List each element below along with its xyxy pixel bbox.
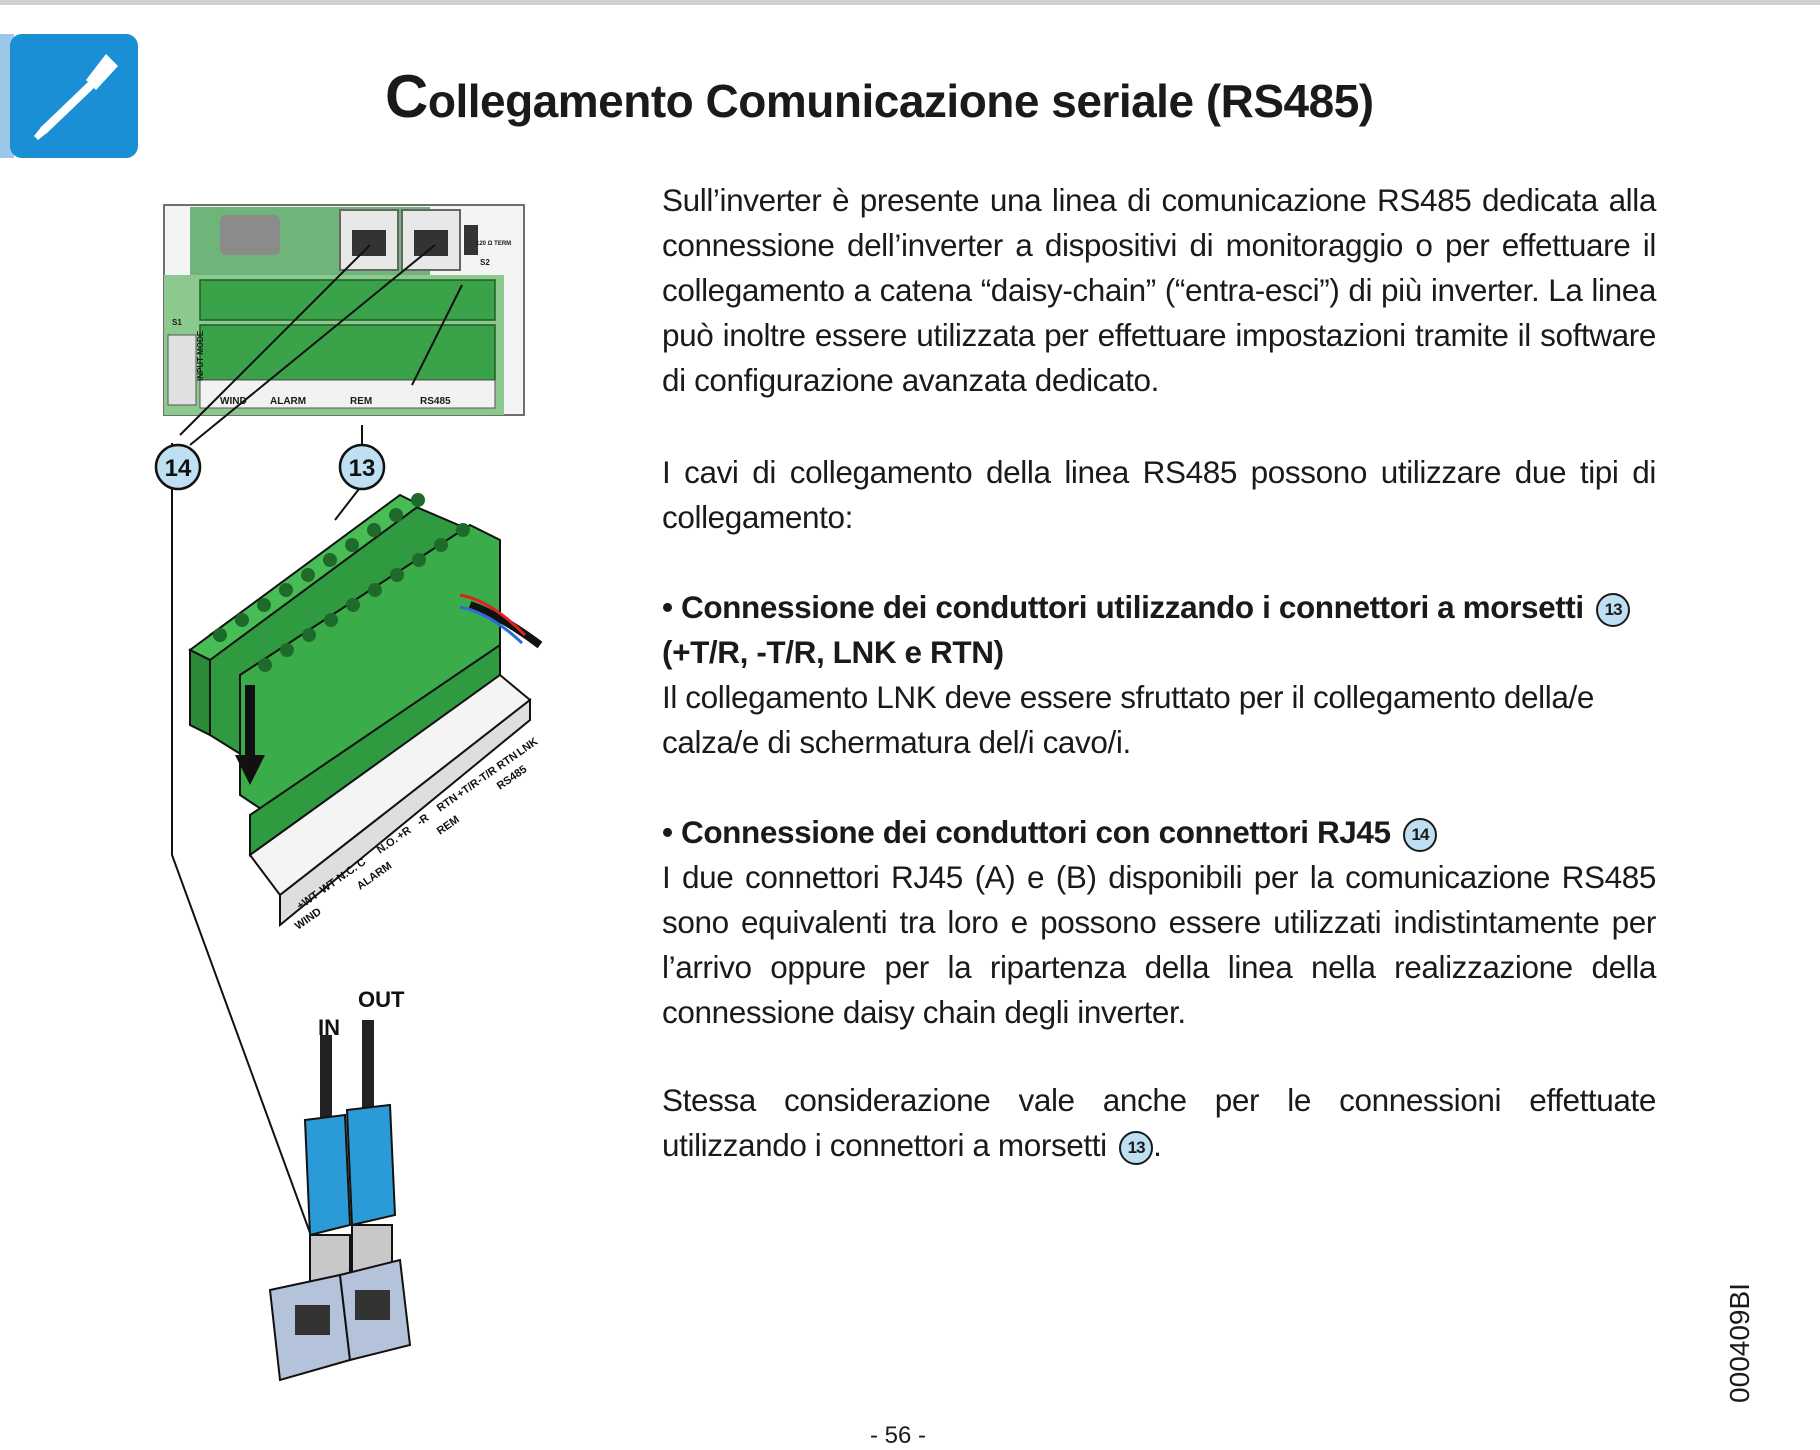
board-label-term: 120 Ω TERM	[476, 241, 511, 247]
terminal-label-lnk: LNK	[515, 736, 540, 759]
rj45-text: I due connettori RJ45 (A) e (B) disponib…	[662, 859, 1656, 1030]
board-label-s1: S1	[172, 318, 182, 327]
callout-14: 14	[154, 443, 202, 491]
screwdriver-icon	[34, 54, 118, 140]
closing-text: Stessa considerazione vale anche per le …	[662, 1082, 1656, 1163]
rj45-connectors	[268, 1020, 412, 1382]
terminals-heading: • Connessione dei conduttori utilizzando…	[662, 585, 1656, 675]
board-label-wind: WIND	[220, 396, 247, 407]
terminal-label-r-minus: -R	[415, 812, 431, 829]
terminals-heading-tail: (+T/R, -T/R, LNK e RTN)	[662, 634, 1004, 670]
terminals-text: Il collegamento LNK deve essere sfruttat…	[662, 679, 1594, 760]
section-badge	[10, 34, 138, 158]
board-label-alarm: ALARM	[270, 396, 306, 407]
document-code-text: 000409BI	[1724, 1283, 1755, 1403]
cable-in-label: IN	[318, 1015, 340, 1040]
closing-end: .	[1153, 1127, 1162, 1163]
rj45-heading: • Connessione dei conduttori con connett…	[662, 810, 1656, 855]
title-initial: C	[385, 63, 428, 130]
board-label-input-mode: INPUT MODE	[196, 330, 205, 381]
closing-paragraph: Stessa considerazione vale anche per le …	[662, 1078, 1656, 1168]
callout-13-label: 13	[349, 455, 376, 482]
types-paragraph: I cavi di collegamento della linea RS485…	[662, 454, 1656, 535]
terminal-block	[188, 493, 543, 928]
board-label-rs485: RS485	[420, 396, 451, 407]
board-label-rem: REM	[350, 396, 372, 407]
board-label-s2: S2	[480, 258, 490, 267]
board-photo	[163, 204, 525, 416]
rj45-section: • Connessione dei conduttori con connett…	[662, 810, 1656, 1035]
title-text: ollegamento Comunicazione seriale (RS485…	[427, 75, 1374, 127]
callout-14-label: 14	[165, 455, 192, 482]
document-code: 000409BI	[1720, 1278, 1760, 1408]
terminals-heading-text: • Connessione dei conduttori utilizzando…	[662, 589, 1584, 625]
ref-13-badge-closing: 13	[1119, 1131, 1154, 1165]
rj45-heading-text: • Connessione dei conduttori con connett…	[662, 814, 1391, 850]
board-labels: INPUT MODE WIND ALARM REM RS485 120 Ω TE…	[172, 241, 511, 407]
intro-paragraph: Sull’inverter è presente una linea di co…	[662, 182, 1656, 398]
connection-illustration: INPUT MODE WIND ALARM REM RS485 120 Ω TE…	[154, 204, 543, 1382]
callout-13: 13	[338, 443, 386, 491]
page-number: - 56 -	[870, 1422, 927, 1449]
terminals-section: • Connessione dei conduttori utilizzando…	[662, 585, 1656, 765]
top-rule	[0, 0, 1820, 5]
ref-14-badge: 14	[1403, 818, 1438, 852]
terminal-group-rem: REM	[435, 814, 462, 838]
page-title: Collegamento Comunicazione seriale (RS48…	[385, 62, 1485, 131]
cable-out-label: OUT	[358, 987, 405, 1012]
ref-13-badge: 13	[1596, 593, 1631, 627]
